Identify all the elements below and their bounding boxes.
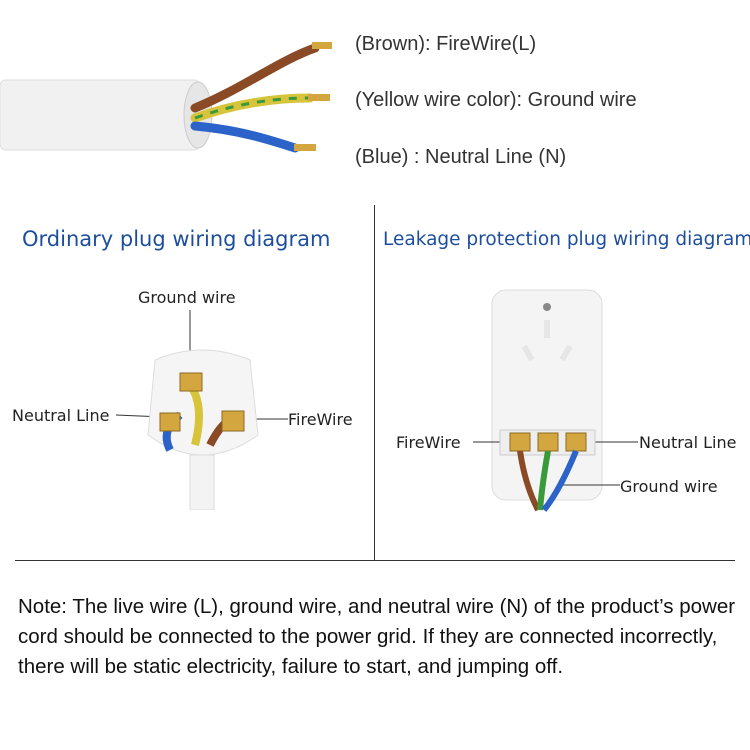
brown-wire-label: (Brown): FireWire(L) [355, 33, 537, 55]
leakage-plug-illustration [473, 289, 638, 512]
ordinary-neutral-label: Neutral Line [12, 406, 110, 425]
yellow-wire-label: (Yellow wire color): Ground wire [355, 89, 637, 111]
leakage-ground-label: Ground wire [620, 477, 718, 496]
note-text: Note: The live wire (L), ground wire, an… [18, 595, 736, 678]
ordinary-ground-label: Ground wire [138, 288, 236, 307]
cable-illustration [0, 42, 332, 153]
ordinary-plug-illustration [115, 310, 288, 510]
leakage-neutral-label: Neutral Line [639, 433, 737, 452]
leakage-plug-title: Leakage protection plug wiring diagram [383, 229, 750, 250]
leakage-fire-label: FireWire [396, 433, 461, 452]
ordinary-fire-label: FireWire [288, 410, 353, 429]
ordinary-plug-title: Ordinary plug wiring diagram [22, 227, 331, 251]
blue-wire-label: (Blue) : Neutral Line (N) [355, 146, 567, 168]
vertical-divider [374, 205, 375, 561]
horizontal-divider [15, 560, 735, 561]
